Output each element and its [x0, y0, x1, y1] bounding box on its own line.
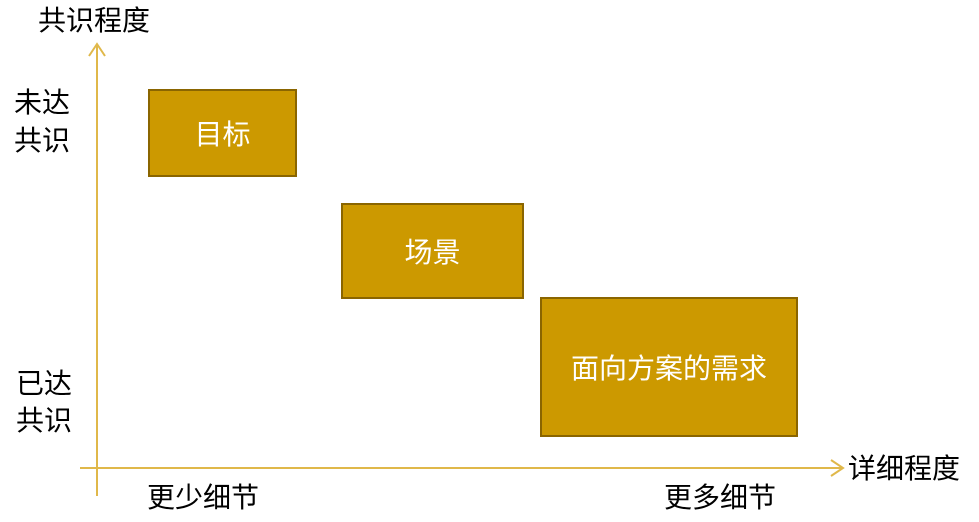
block-goals: 目标 [148, 89, 297, 177]
y-axis-bottom-label-line2: 共识 [16, 404, 73, 437]
y-axis-title: 共识程度 [38, 4, 151, 37]
x-axis-left-label: 更少细节 [147, 481, 260, 514]
block-solution-oriented-requirements: 面向方案的需求 [540, 297, 798, 437]
x-axis-arrowhead [830, 459, 845, 477]
y-axis-top-label-line2: 共识 [14, 124, 71, 157]
block-scenarios-label: 场景 [404, 236, 461, 269]
block-solution-oriented-requirements-label: 面向方案的需求 [570, 352, 767, 385]
y-axis-bottom-label-line1: 已达 [16, 367, 73, 400]
y-axis-top-label-line1: 未达 [14, 86, 71, 119]
x-axis-right-label: 更多细节 [664, 481, 777, 514]
y-axis-arrowhead [88, 42, 106, 57]
block-goals-label: 目标 [194, 118, 251, 151]
x-axis-title: 详细程度 [848, 452, 961, 485]
block-scenarios: 场景 [341, 203, 524, 299]
